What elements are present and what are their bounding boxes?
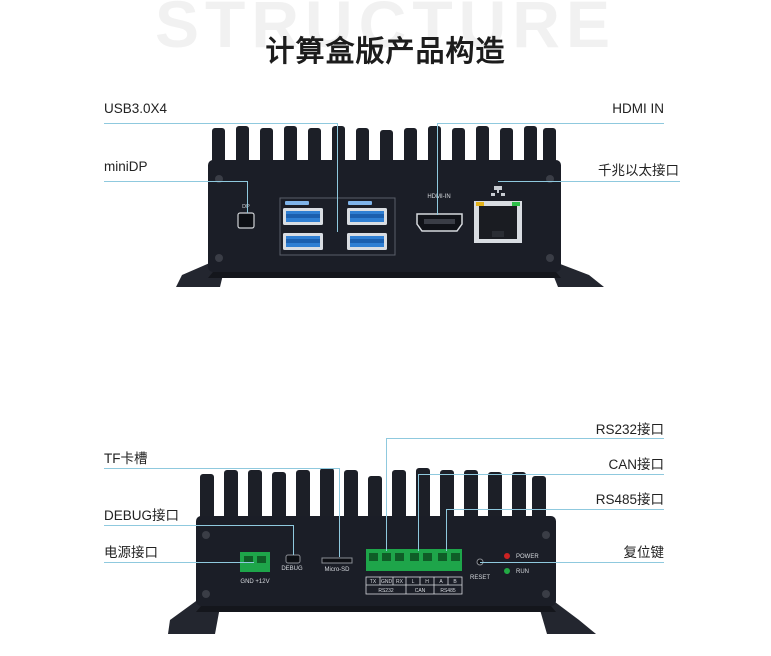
power-led bbox=[504, 553, 510, 559]
reset-callout-line bbox=[480, 562, 664, 563]
serial-terminal-block bbox=[366, 549, 462, 571]
tf-callout-drop bbox=[339, 468, 340, 557]
usb-port-top-left bbox=[283, 208, 323, 225]
rs485-callout-line bbox=[446, 509, 664, 510]
debug-callout-drop bbox=[293, 525, 294, 555]
pin-label-table bbox=[365, 576, 463, 595]
usb-callout-line bbox=[104, 123, 338, 124]
minidp-callout-line bbox=[104, 181, 248, 182]
rear-heatsink-fins bbox=[200, 468, 546, 524]
pin-b: B bbox=[453, 579, 457, 585]
pin-a: A bbox=[439, 579, 443, 585]
hdmi-callout-line bbox=[438, 123, 664, 124]
debug-port bbox=[285, 554, 301, 564]
pin-l: L bbox=[412, 579, 415, 585]
rs232-callout-line bbox=[386, 438, 664, 439]
minidp-port bbox=[237, 212, 255, 229]
pin-rx: RX bbox=[396, 579, 404, 585]
screw bbox=[546, 254, 554, 262]
tf-callout-line bbox=[104, 468, 340, 469]
usb-callout-drop bbox=[337, 123, 338, 232]
screw bbox=[202, 531, 210, 539]
usb-label: USB3.0X4 bbox=[104, 101, 168, 116]
minidp-callout-drop bbox=[247, 181, 248, 213]
pin-tx: TX bbox=[370, 579, 377, 585]
screw bbox=[202, 590, 210, 598]
hdmi-panel-label: HDMI-IN bbox=[427, 194, 450, 200]
reset-key-label: 复位键 bbox=[623, 545, 665, 560]
group-can: CAN bbox=[415, 588, 426, 594]
pin-h: H bbox=[425, 579, 429, 585]
group-rs232: RS232 bbox=[378, 588, 394, 594]
can-callout-line bbox=[418, 474, 664, 475]
rs485-callout-drop bbox=[446, 509, 447, 551]
can-label: CAN接口 bbox=[608, 457, 664, 472]
ethernet-callout-line bbox=[498, 181, 680, 182]
usb-port-top-right bbox=[347, 208, 387, 225]
hdmi-label: HDMI IN bbox=[612, 101, 664, 116]
can-callout-drop bbox=[418, 474, 419, 551]
front-right-foot bbox=[548, 262, 604, 287]
watermark: STRUCTURE bbox=[155, 0, 616, 61]
debug-panel-label: DEBUG bbox=[281, 566, 303, 572]
page-title: 计算盒版产品构造 bbox=[265, 34, 506, 68]
screw bbox=[215, 254, 223, 262]
power-terminal bbox=[240, 552, 270, 572]
tf-label: TF卡槽 bbox=[104, 451, 148, 466]
debug-callout-line bbox=[104, 525, 294, 526]
usb-port-bottom-right bbox=[347, 233, 387, 250]
pin-gnd: GND bbox=[381, 579, 393, 585]
ethernet-label: 千兆以太接口 bbox=[598, 163, 679, 178]
rs232-label: RS232接口 bbox=[595, 422, 664, 437]
group-rs485: RS485 bbox=[440, 588, 456, 594]
hdmi-callout-drop bbox=[437, 123, 438, 215]
rs485-label: RS485接口 bbox=[595, 492, 664, 507]
rs232-callout-drop bbox=[386, 438, 387, 551]
power-terminal-label: GND +12V bbox=[240, 579, 269, 585]
screw bbox=[542, 531, 550, 539]
debug-label: DEBUG接口 bbox=[104, 508, 180, 523]
run-led bbox=[504, 568, 510, 574]
micro-sd-panel-label: Micro-SD bbox=[325, 567, 351, 573]
dp-panel-label: DP bbox=[242, 204, 250, 210]
power-callout-line bbox=[104, 562, 254, 563]
micro-sd-slot bbox=[321, 557, 353, 564]
run-led-label: RUN bbox=[516, 569, 529, 575]
ethernet-icon bbox=[491, 186, 505, 196]
usb-port-bottom-left bbox=[283, 233, 323, 250]
power-led-label: POWER bbox=[516, 554, 539, 560]
minidp-label: miniDP bbox=[104, 159, 148, 174]
usb-logo-icons bbox=[285, 201, 372, 205]
screw bbox=[542, 590, 550, 598]
reset-panel-label: RESET bbox=[470, 575, 490, 581]
power-label: 电源接口 bbox=[104, 545, 158, 560]
